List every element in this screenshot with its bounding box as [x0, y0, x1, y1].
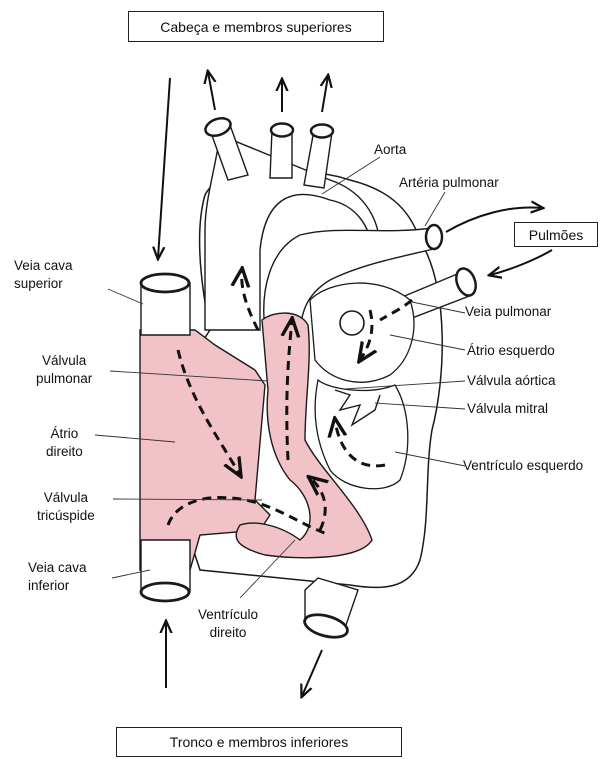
arrow-up-left — [208, 72, 215, 110]
pulmonary-artery-opening — [426, 225, 442, 249]
label-atrio-esquerdo: Átrio esquerdo — [467, 342, 555, 360]
arrow-down-aorta — [302, 650, 322, 696]
label-valvula-aortica: Válvula aórtica — [467, 372, 556, 390]
branch-right-opening — [311, 125, 333, 138]
leader-vcs — [108, 289, 143, 304]
label-arteria-pulmonar: Artéria pulmonar — [399, 174, 499, 192]
lungs-box: Pulmões — [514, 222, 598, 247]
arrow-from-lungs — [490, 250, 552, 275]
left-atrium — [310, 283, 414, 382]
label-veia-pulmonar: Veia pulmonar — [465, 303, 551, 321]
ivc-opening — [141, 583, 189, 601]
arrow-up-right — [322, 76, 328, 112]
label-aorta: Aorta — [374, 141, 406, 159]
leader-arteria-pulmonar — [425, 192, 445, 226]
arrow-into-svc — [158, 78, 170, 258]
label-ventriculo-esquerdo: Ventrículo esquerdo — [463, 457, 583, 475]
left-atrium-opening — [340, 311, 364, 335]
svc-opening — [141, 274, 189, 292]
label-valvula-mitral: Válvula mitral — [467, 400, 548, 418]
top-destination-box: Cabeça e membros superiores — [128, 11, 384, 42]
branch-mid-opening — [271, 124, 293, 137]
bottom-destination-box: Tronco e membros inferiores — [116, 727, 402, 757]
